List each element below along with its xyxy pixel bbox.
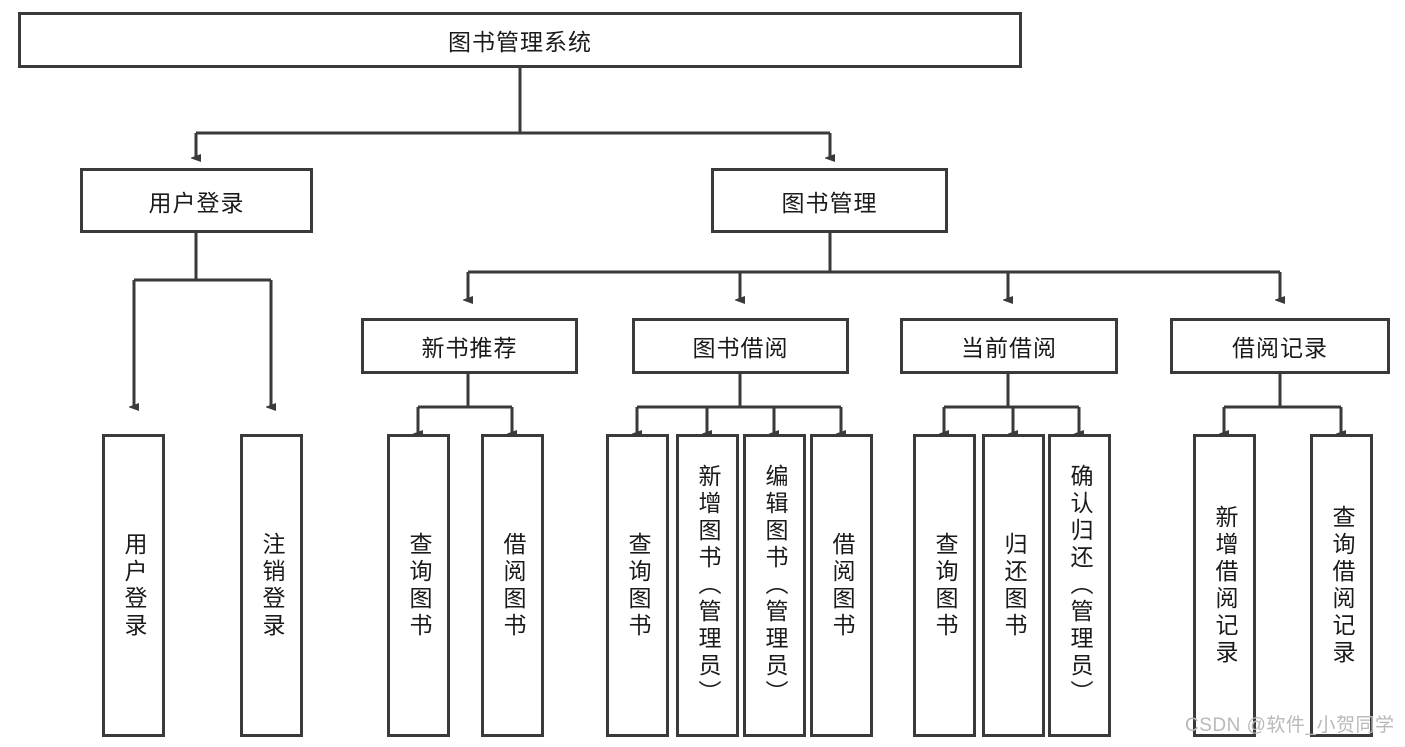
node-leaf-edit-book-label: 编辑图书（管理员） — [762, 464, 788, 707]
node-leaf-query-book-1[interactable]: 查询图书 — [387, 434, 450, 737]
node-leaf-query-book-2-label: 查询图书 — [625, 531, 651, 640]
node-book-management-label: 图书管理 — [781, 189, 878, 216]
node-current-borrow[interactable]: 当前借阅 — [900, 318, 1118, 374]
node-leaf-borrow-book-1-label: 借阅图书 — [500, 531, 526, 640]
node-root-label: 图书管理系统 — [448, 29, 592, 55]
node-user-login-label: 用户登录 — [148, 189, 245, 216]
node-leaf-query-book-2[interactable]: 查询图书 — [606, 434, 669, 737]
node-leaf-query-book-1-label: 查询图书 — [406, 531, 432, 640]
node-leaf-user-logout[interactable]: 注销登录 — [240, 434, 303, 737]
node-leaf-query-book-3[interactable]: 查询图书 — [913, 434, 976, 737]
node-leaf-edit-book[interactable]: 编辑图书（管理员） — [743, 434, 806, 737]
node-leaf-return-book[interactable]: 归还图书 — [982, 434, 1045, 737]
node-leaf-borrow-book-2-label: 借阅图书 — [829, 531, 855, 640]
node-leaf-return-book-label: 归还图书 — [1001, 531, 1027, 640]
node-leaf-query-book-3-label: 查询图书 — [932, 531, 958, 640]
node-leaf-add-record-label: 新增借阅记录 — [1212, 504, 1238, 667]
node-user-login[interactable]: 用户登录 — [80, 168, 313, 233]
node-leaf-confirm-return[interactable]: 确认归还（管理员） — [1048, 434, 1111, 737]
node-book-borrow-label: 图书借阅 — [692, 335, 789, 361]
node-leaf-user-login-label: 用户登录 — [121, 531, 147, 640]
node-leaf-add-record[interactable]: 新增借阅记录 — [1193, 434, 1256, 737]
node-new-book-recommend-label: 新书推荐 — [421, 335, 518, 361]
node-book-management[interactable]: 图书管理 — [711, 168, 948, 233]
node-current-borrow-label: 当前借阅 — [961, 335, 1057, 361]
node-new-book-recommend[interactable]: 新书推荐 — [361, 318, 578, 374]
node-borrow-record-label: 借阅记录 — [1232, 335, 1328, 361]
node-leaf-confirm-return-label: 确认归还（管理员） — [1067, 464, 1093, 707]
node-borrow-record[interactable]: 借阅记录 — [1170, 318, 1390, 374]
node-root[interactable]: 图书管理系统 — [18, 12, 1022, 68]
node-leaf-add-book-label: 新增图书（管理员） — [695, 464, 721, 707]
node-book-borrow[interactable]: 图书借阅 — [632, 318, 849, 374]
node-leaf-borrow-book-2[interactable]: 借阅图书 — [810, 434, 873, 737]
node-leaf-add-book[interactable]: 新增图书（管理员） — [676, 434, 739, 737]
node-leaf-user-login[interactable]: 用户登录 — [102, 434, 165, 737]
node-leaf-query-record[interactable]: 查询借阅记录 — [1310, 434, 1373, 737]
node-leaf-borrow-book-1[interactable]: 借阅图书 — [481, 434, 544, 737]
node-leaf-user-logout-label: 注销登录 — [259, 531, 285, 640]
node-leaf-query-record-label: 查询借阅记录 — [1329, 504, 1355, 667]
watermark: CSDN @软件_小贺同学 — [1185, 715, 1395, 736]
